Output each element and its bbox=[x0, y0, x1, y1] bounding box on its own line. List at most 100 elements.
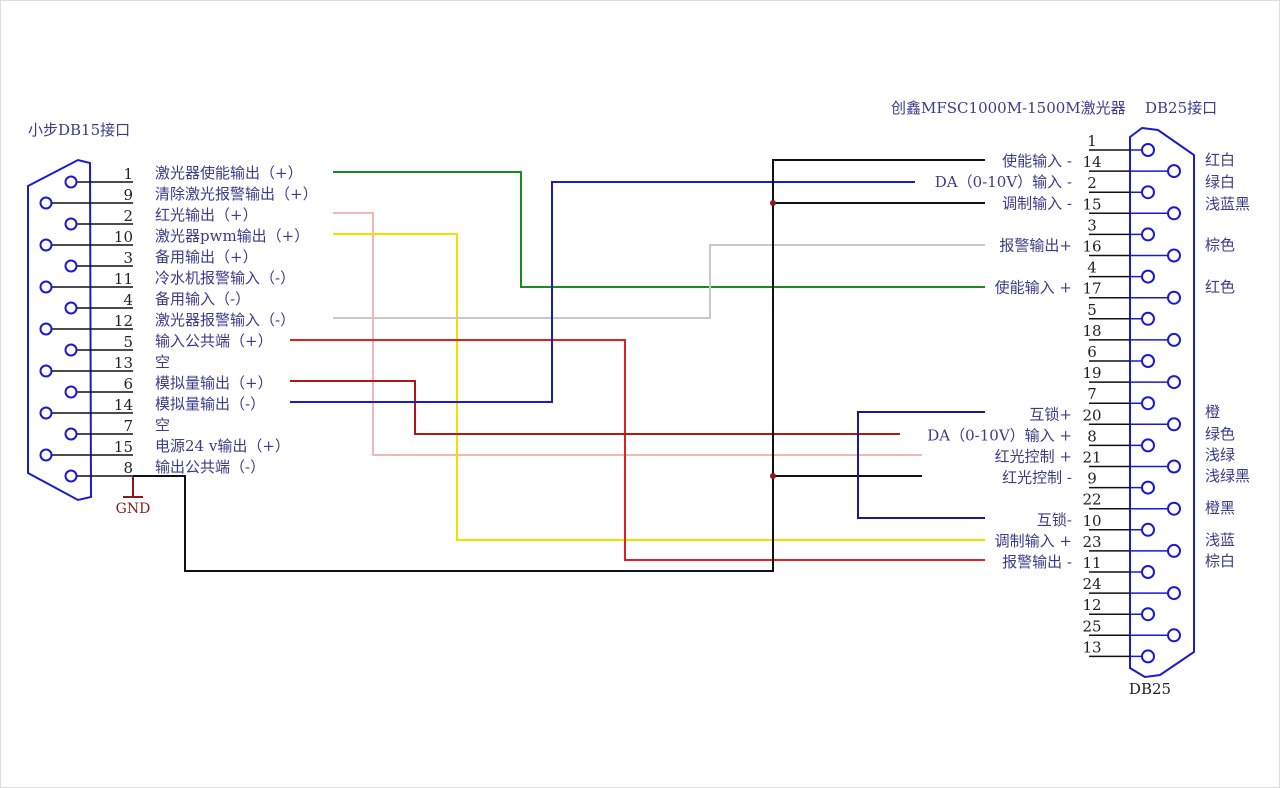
db25-signal-label: DA（0-10V）输入 - bbox=[935, 173, 1072, 191]
db15-pin-label: 激光器使能输出（+） bbox=[155, 164, 303, 182]
db15-connector-outline bbox=[27, 158, 93, 502]
db25-pin-circle bbox=[1167, 206, 1181, 221]
db25-pin-circle bbox=[1141, 354, 1155, 368]
db25-wire-color-label: 红白 bbox=[1205, 151, 1235, 169]
db15-pin-number: 7 bbox=[123, 417, 133, 435]
db15-pin-circle bbox=[39, 406, 53, 420]
db15-pin-number: 1 bbox=[123, 165, 133, 183]
db15-pin-circle bbox=[64, 175, 78, 189]
db15-pin-number: 4 bbox=[123, 291, 133, 309]
db25-pin-number: 18 bbox=[1082, 322, 1101, 340]
db15-pin-circle bbox=[39, 322, 53, 336]
db15-pin-circle bbox=[39, 364, 53, 378]
db25-wire-color-label: 红色 bbox=[1205, 278, 1235, 296]
db15-pin-label: 冷水机报警输入（-） bbox=[155, 269, 295, 287]
db25-pin-number: 8 bbox=[1087, 427, 1097, 445]
db25-pin-circle bbox=[1141, 480, 1155, 495]
db25-signal-label: DA（0-10V）输入 + bbox=[927, 426, 1072, 444]
wire-pwm bbox=[333, 233, 985, 541]
db15-pin-number: 3 bbox=[123, 249, 133, 267]
db25-pin-circle bbox=[1141, 269, 1155, 284]
db25-pin-number: 21 bbox=[1082, 449, 1101, 467]
db25-pin-circle bbox=[1167, 332, 1181, 347]
db25-connector-outline bbox=[1129, 126, 1195, 679]
db25-pin-number: 13 bbox=[1082, 638, 1101, 656]
db15-pin-circle bbox=[64, 343, 78, 357]
db25-pin-number: 24 bbox=[1082, 575, 1101, 593]
wire-red-light bbox=[333, 212, 922, 456]
db15-pin-number: 5 bbox=[123, 333, 133, 351]
junction-dot bbox=[770, 473, 776, 479]
db15-pin-circle bbox=[39, 196, 53, 210]
db25-pin-circle bbox=[1141, 438, 1155, 453]
db25-pin-circle bbox=[1141, 311, 1155, 326]
wire-analog-plus bbox=[290, 380, 900, 435]
db15-pin-label: 备用输入（-） bbox=[155, 290, 250, 308]
db15-pin-circle bbox=[64, 217, 78, 231]
db15-pin-number: 11 bbox=[114, 270, 133, 288]
db15-pin-label: 电源24 v输出（+） bbox=[155, 437, 290, 455]
db25-pin-circle bbox=[1141, 227, 1155, 242]
db25-signal-label: 使能输入 - bbox=[1002, 152, 1072, 170]
db15-pin-number: 10 bbox=[114, 228, 133, 246]
db25-pin-number: 23 bbox=[1082, 533, 1101, 551]
db25-pin-number: 4 bbox=[1087, 259, 1097, 277]
db25-signal-label: 红光控制 - bbox=[1002, 469, 1072, 487]
db25-pin-circle bbox=[1167, 459, 1181, 474]
wire-analog-minus bbox=[290, 181, 915, 403]
db25-pin-circle bbox=[1141, 607, 1155, 622]
wire-common-plus bbox=[290, 339, 985, 561]
db25-pin-number: 10 bbox=[1082, 512, 1101, 530]
db25-signal-label: 调制输入 - bbox=[1002, 194, 1072, 212]
db15-pin-label: 激光器报警输入（-） bbox=[155, 311, 295, 329]
db15-pin-label: 清除激光报警输出（+） bbox=[155, 185, 318, 203]
db25-pin-number: 7 bbox=[1087, 385, 1097, 403]
db25-signal-label: 红光控制 + bbox=[995, 448, 1072, 466]
db15-pin-label: 激光器pwm输出（+） bbox=[155, 227, 309, 245]
db25-wire-color-label: 浅蓝 bbox=[1205, 531, 1235, 549]
db25-pin-number: 22 bbox=[1082, 491, 1101, 509]
db25-pin-number: 12 bbox=[1082, 596, 1101, 614]
db25-pin-circle bbox=[1141, 522, 1155, 537]
db15-pin-circle bbox=[39, 238, 53, 252]
db25-pin-number: 3 bbox=[1087, 216, 1097, 234]
db15-pin-label: 输入公共端（+） bbox=[155, 332, 273, 350]
db25-pin-number: 11 bbox=[1082, 554, 1101, 572]
db15-pin-label: 红光输出（+） bbox=[155, 206, 258, 224]
db25-wire-color-label: 橙 bbox=[1205, 403, 1220, 421]
db25-pin-number: 6 bbox=[1087, 343, 1097, 361]
db15-pin-label: 输出公共端（-） bbox=[155, 458, 265, 476]
db25-pin-number: 19 bbox=[1082, 364, 1101, 382]
db25-pin-circle bbox=[1141, 185, 1155, 200]
db15-pin-number: 12 bbox=[114, 312, 133, 330]
db25-pin-number: 5 bbox=[1087, 301, 1097, 319]
db25-pin-number: 15 bbox=[1082, 195, 1101, 213]
db25-pin-circle bbox=[1167, 417, 1181, 432]
gnd-label: GND bbox=[116, 501, 151, 517]
db25-wire-color-label: 浅绿黑 bbox=[1205, 467, 1250, 485]
db25-pin-number: 14 bbox=[1082, 153, 1101, 171]
db25-pin-circle bbox=[1141, 143, 1155, 157]
db25-pin-circle bbox=[1141, 396, 1155, 411]
db25-pin-number: 17 bbox=[1082, 280, 1101, 298]
db25-pin-circle bbox=[1167, 164, 1181, 179]
db25-wire-color-label: 棕白 bbox=[1205, 552, 1235, 570]
db25-signal-label: 报警输出+ bbox=[999, 237, 1072, 255]
db15-pin-number: 14 bbox=[114, 396, 133, 414]
db25-label: DB25 bbox=[1129, 680, 1171, 698]
db15-pin-number: 6 bbox=[123, 375, 133, 393]
laser-model-title: 创鑫MFSC1000M-1500M激光器 bbox=[891, 99, 1126, 117]
db25-pin-circle bbox=[1167, 375, 1181, 390]
db25-signal-label: 互锁- bbox=[1037, 511, 1072, 529]
wire-interlock-loop bbox=[857, 411, 985, 519]
db15-pin-number: 2 bbox=[123, 207, 133, 225]
db15-pin-label: 模拟量输出（+） bbox=[155, 374, 273, 392]
db25-pin-circle bbox=[1167, 501, 1181, 516]
db15-pin-circle bbox=[64, 301, 78, 315]
db15-pin-label: 空 bbox=[155, 353, 170, 371]
db15-pin-number: 15 bbox=[114, 438, 133, 456]
db25-wire-color-label: 橙黑 bbox=[1205, 499, 1235, 517]
db25-pin-circle bbox=[1167, 290, 1181, 305]
db15-pin-number: 9 bbox=[123, 186, 133, 204]
